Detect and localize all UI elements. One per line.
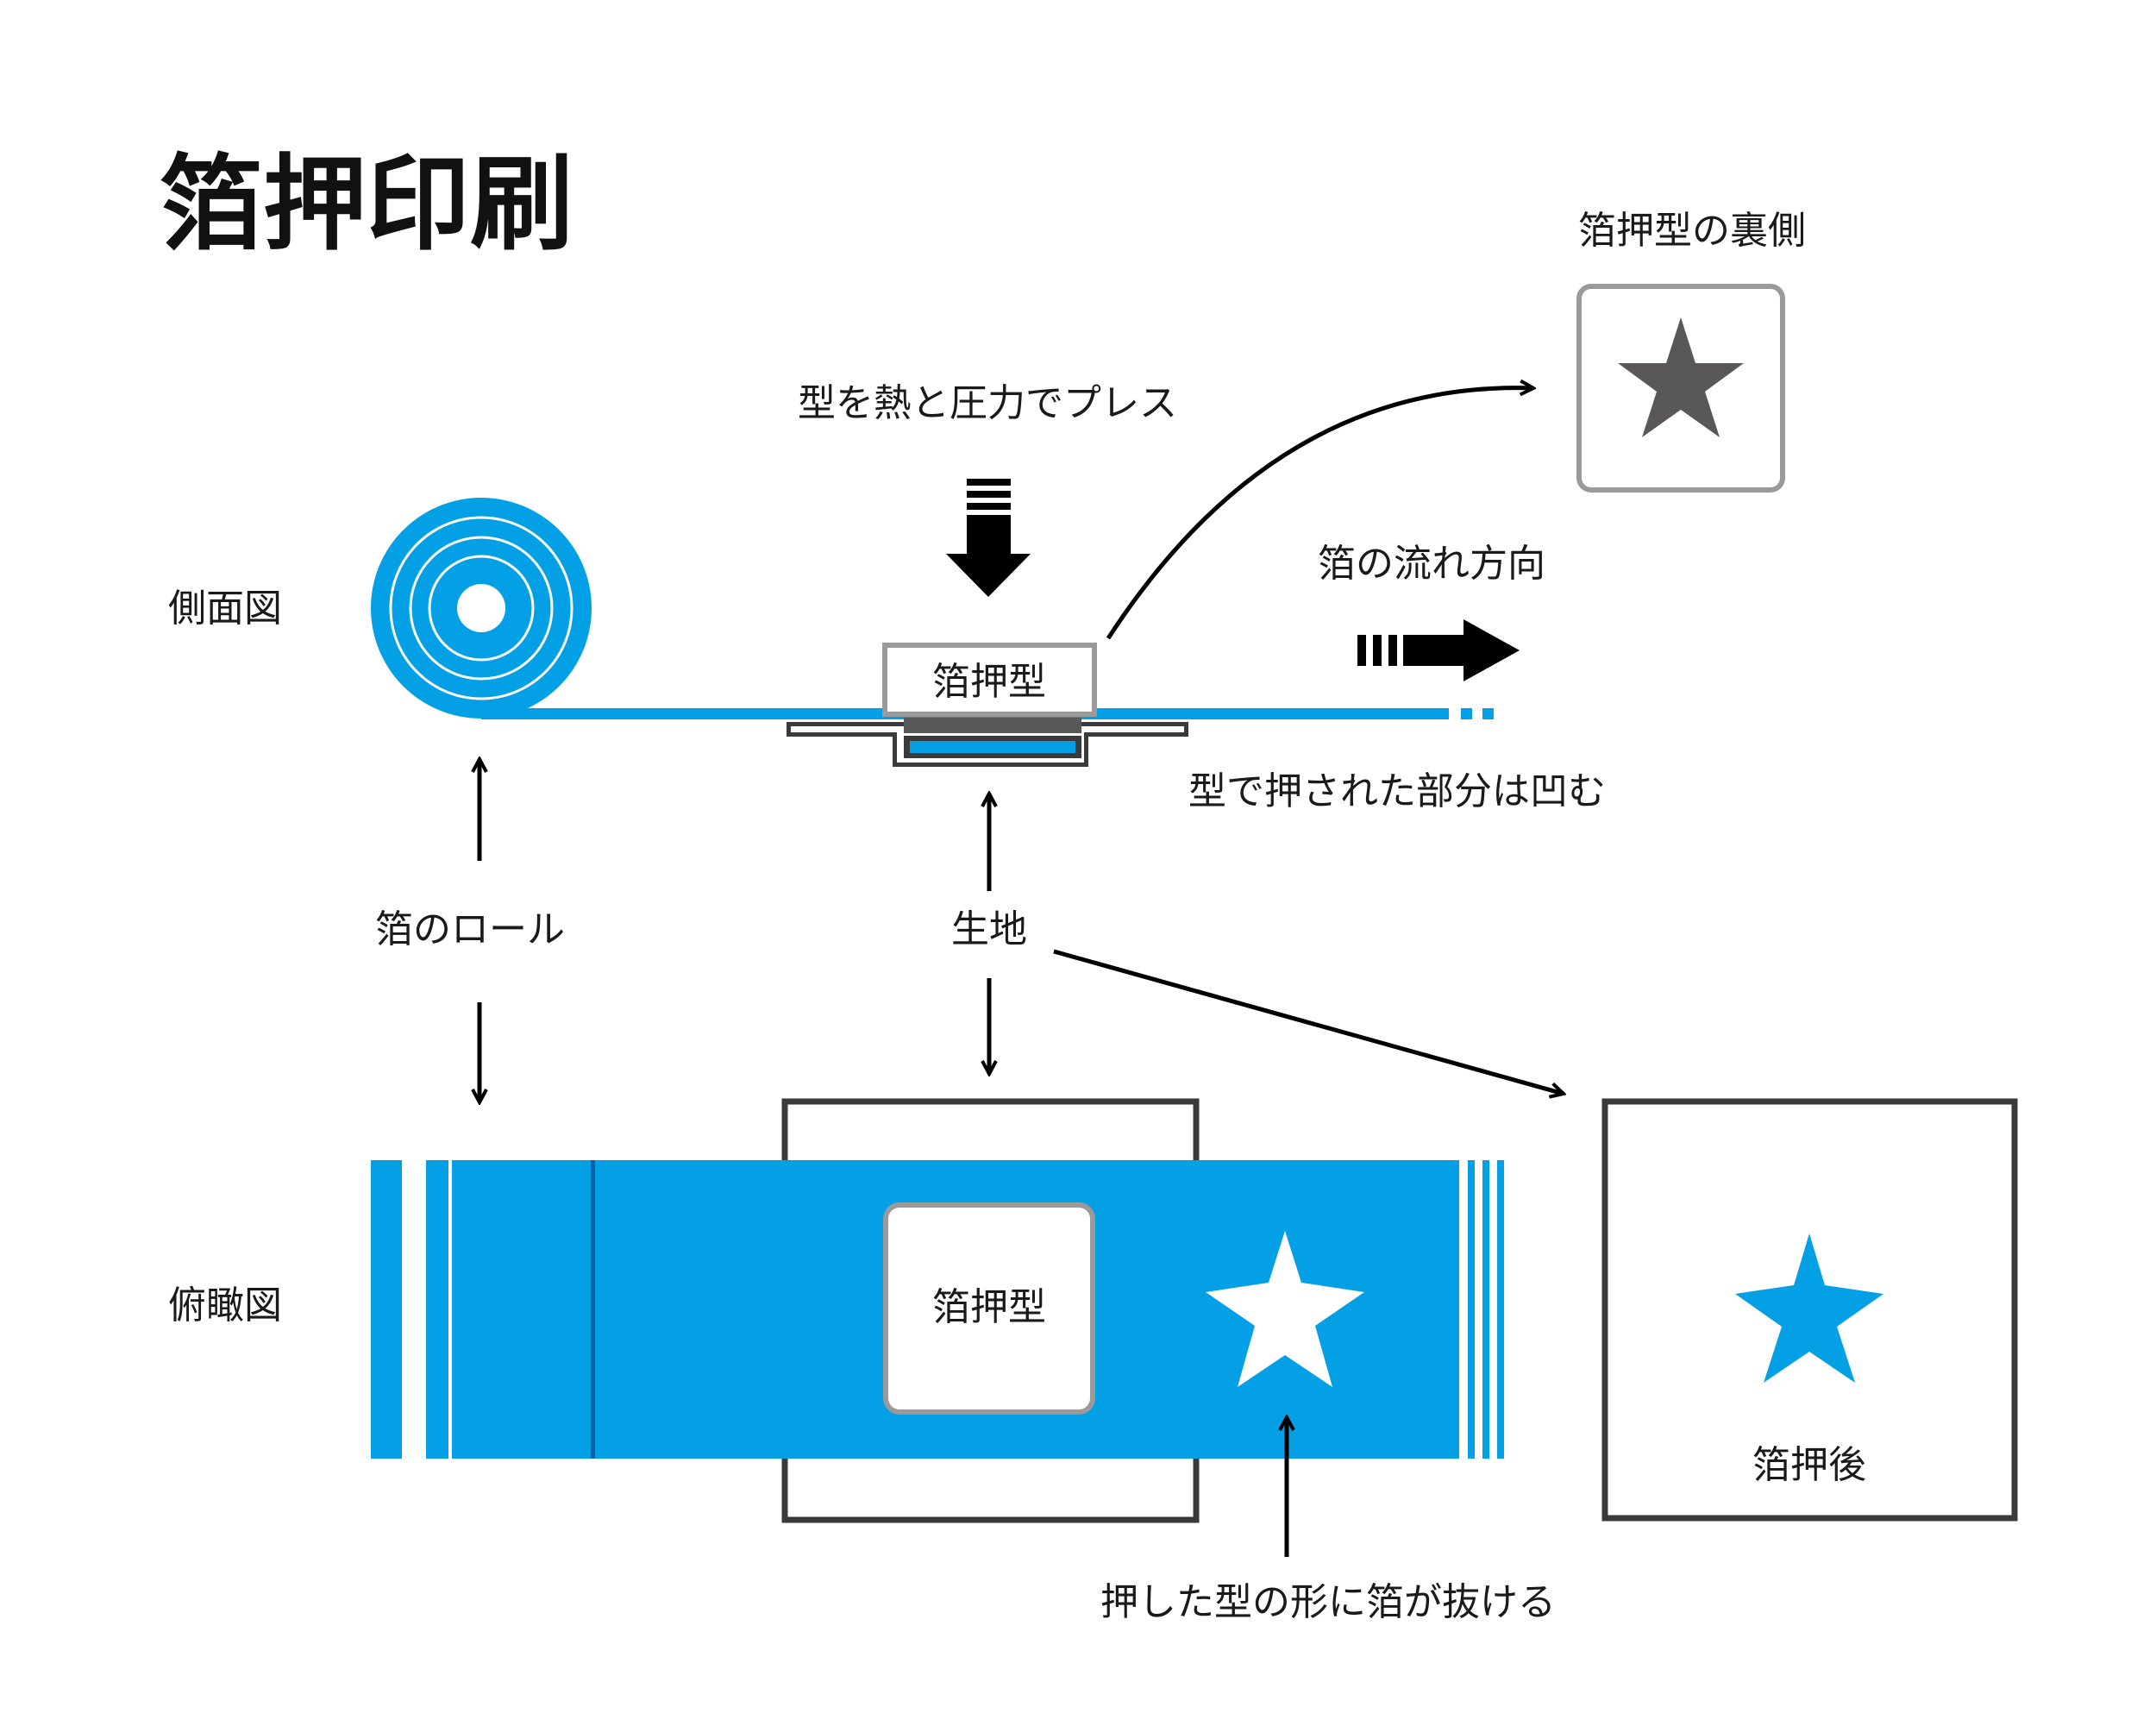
pressed-dent-label: 型で押された部分は凹む — [1188, 769, 1606, 813]
fabric-result-arrow — [1053, 949, 1564, 1094]
down-arrow-icon — [946, 479, 1031, 597]
die-side: 箔押型 — [882, 643, 1097, 733]
after-stamp-panel: 箔押後 — [1601, 1098, 2018, 1522]
star-icon — [1735, 1233, 1883, 1383]
page-title: 箔押印刷 — [160, 145, 573, 265]
die-side-label: 箔押型 — [932, 660, 1046, 704]
star-icon — [1618, 317, 1744, 437]
star-icon — [1206, 1231, 1364, 1387]
foil-roll-label: 箔のロール — [375, 907, 565, 951]
press-label: 型を熱と圧力でプレス — [798, 381, 1177, 425]
die-top-label: 箔押型 — [932, 1285, 1046, 1329]
after-stamp-label: 箔押後 — [1752, 1443, 1866, 1487]
top-view-label: 俯瞰図 — [168, 1284, 282, 1327]
die-back-panel: 箔押型の裏側 — [1576, 209, 1806, 493]
die-back-label: 箔押型の裏側 — [1578, 209, 1806, 253]
fabric-label: 生地 — [951, 907, 1027, 951]
side-view-label: 側面図 — [168, 587, 282, 631]
foil-direction-label: 箔の流れ方向 — [1318, 542, 1545, 586]
stamped-shape-label: 押した型の形に箔が抜ける — [1100, 1580, 1556, 1624]
right-arrow-icon — [1357, 619, 1520, 681]
die-back-pointer-arrow — [1106, 388, 1533, 640]
fabric-side — [787, 722, 1188, 767]
die-top — [883, 1202, 1095, 1415]
foil-roll — [371, 498, 592, 719]
